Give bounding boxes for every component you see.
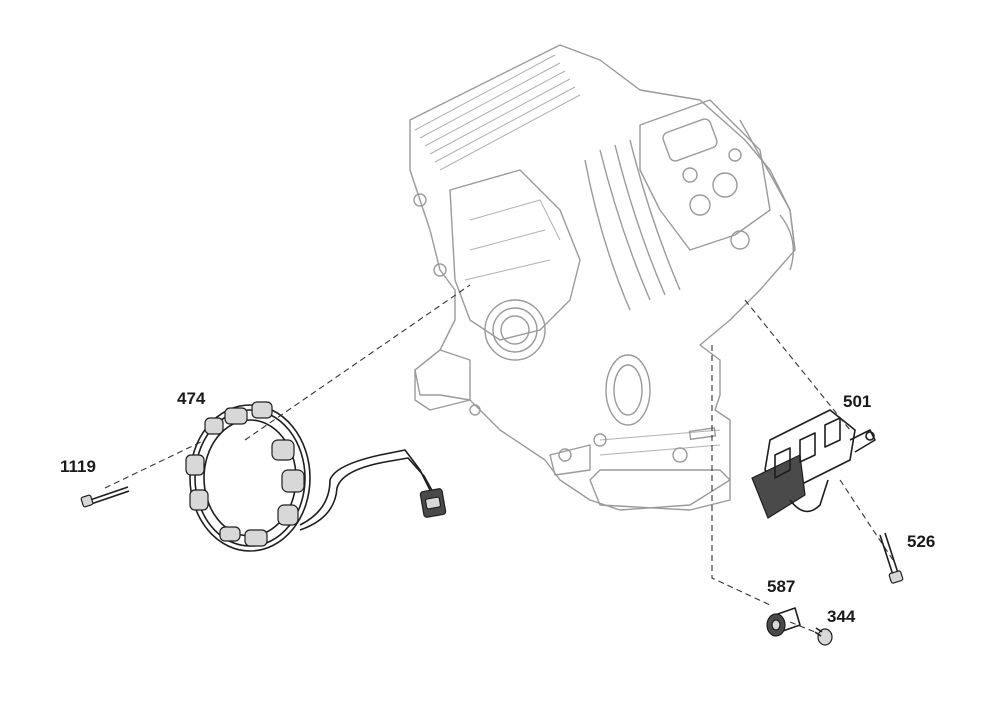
engine-block bbox=[409, 44, 796, 511]
regulator-rectifier-icon bbox=[751, 409, 876, 519]
leader-1119-to-stator bbox=[104, 439, 206, 489]
callout-587[interactable]: 587 bbox=[767, 577, 796, 596]
leader-474-to-engine bbox=[244, 284, 471, 441]
screw-1119-icon bbox=[80, 486, 130, 508]
leader-344-to-587 bbox=[789, 621, 816, 633]
screw-344-icon bbox=[814, 627, 833, 646]
callout-501[interactable]: 501 bbox=[843, 392, 872, 411]
callout-344[interactable]: 344 bbox=[827, 607, 856, 626]
stator-ring-icon bbox=[185, 401, 447, 552]
screw-526-icon bbox=[879, 532, 904, 584]
clip-nut-icon bbox=[766, 607, 801, 637]
callout-474[interactable]: 474 bbox=[177, 389, 206, 408]
leader-526-to-501 bbox=[839, 479, 894, 561]
callout-526[interactable]: 526 bbox=[907, 532, 936, 551]
leader-587-to-engine bbox=[711, 345, 771, 606]
leader-501-to-engine bbox=[744, 299, 851, 431]
callout-1119[interactable]: 1119 bbox=[60, 457, 96, 476]
leader-lines bbox=[104, 284, 894, 633]
